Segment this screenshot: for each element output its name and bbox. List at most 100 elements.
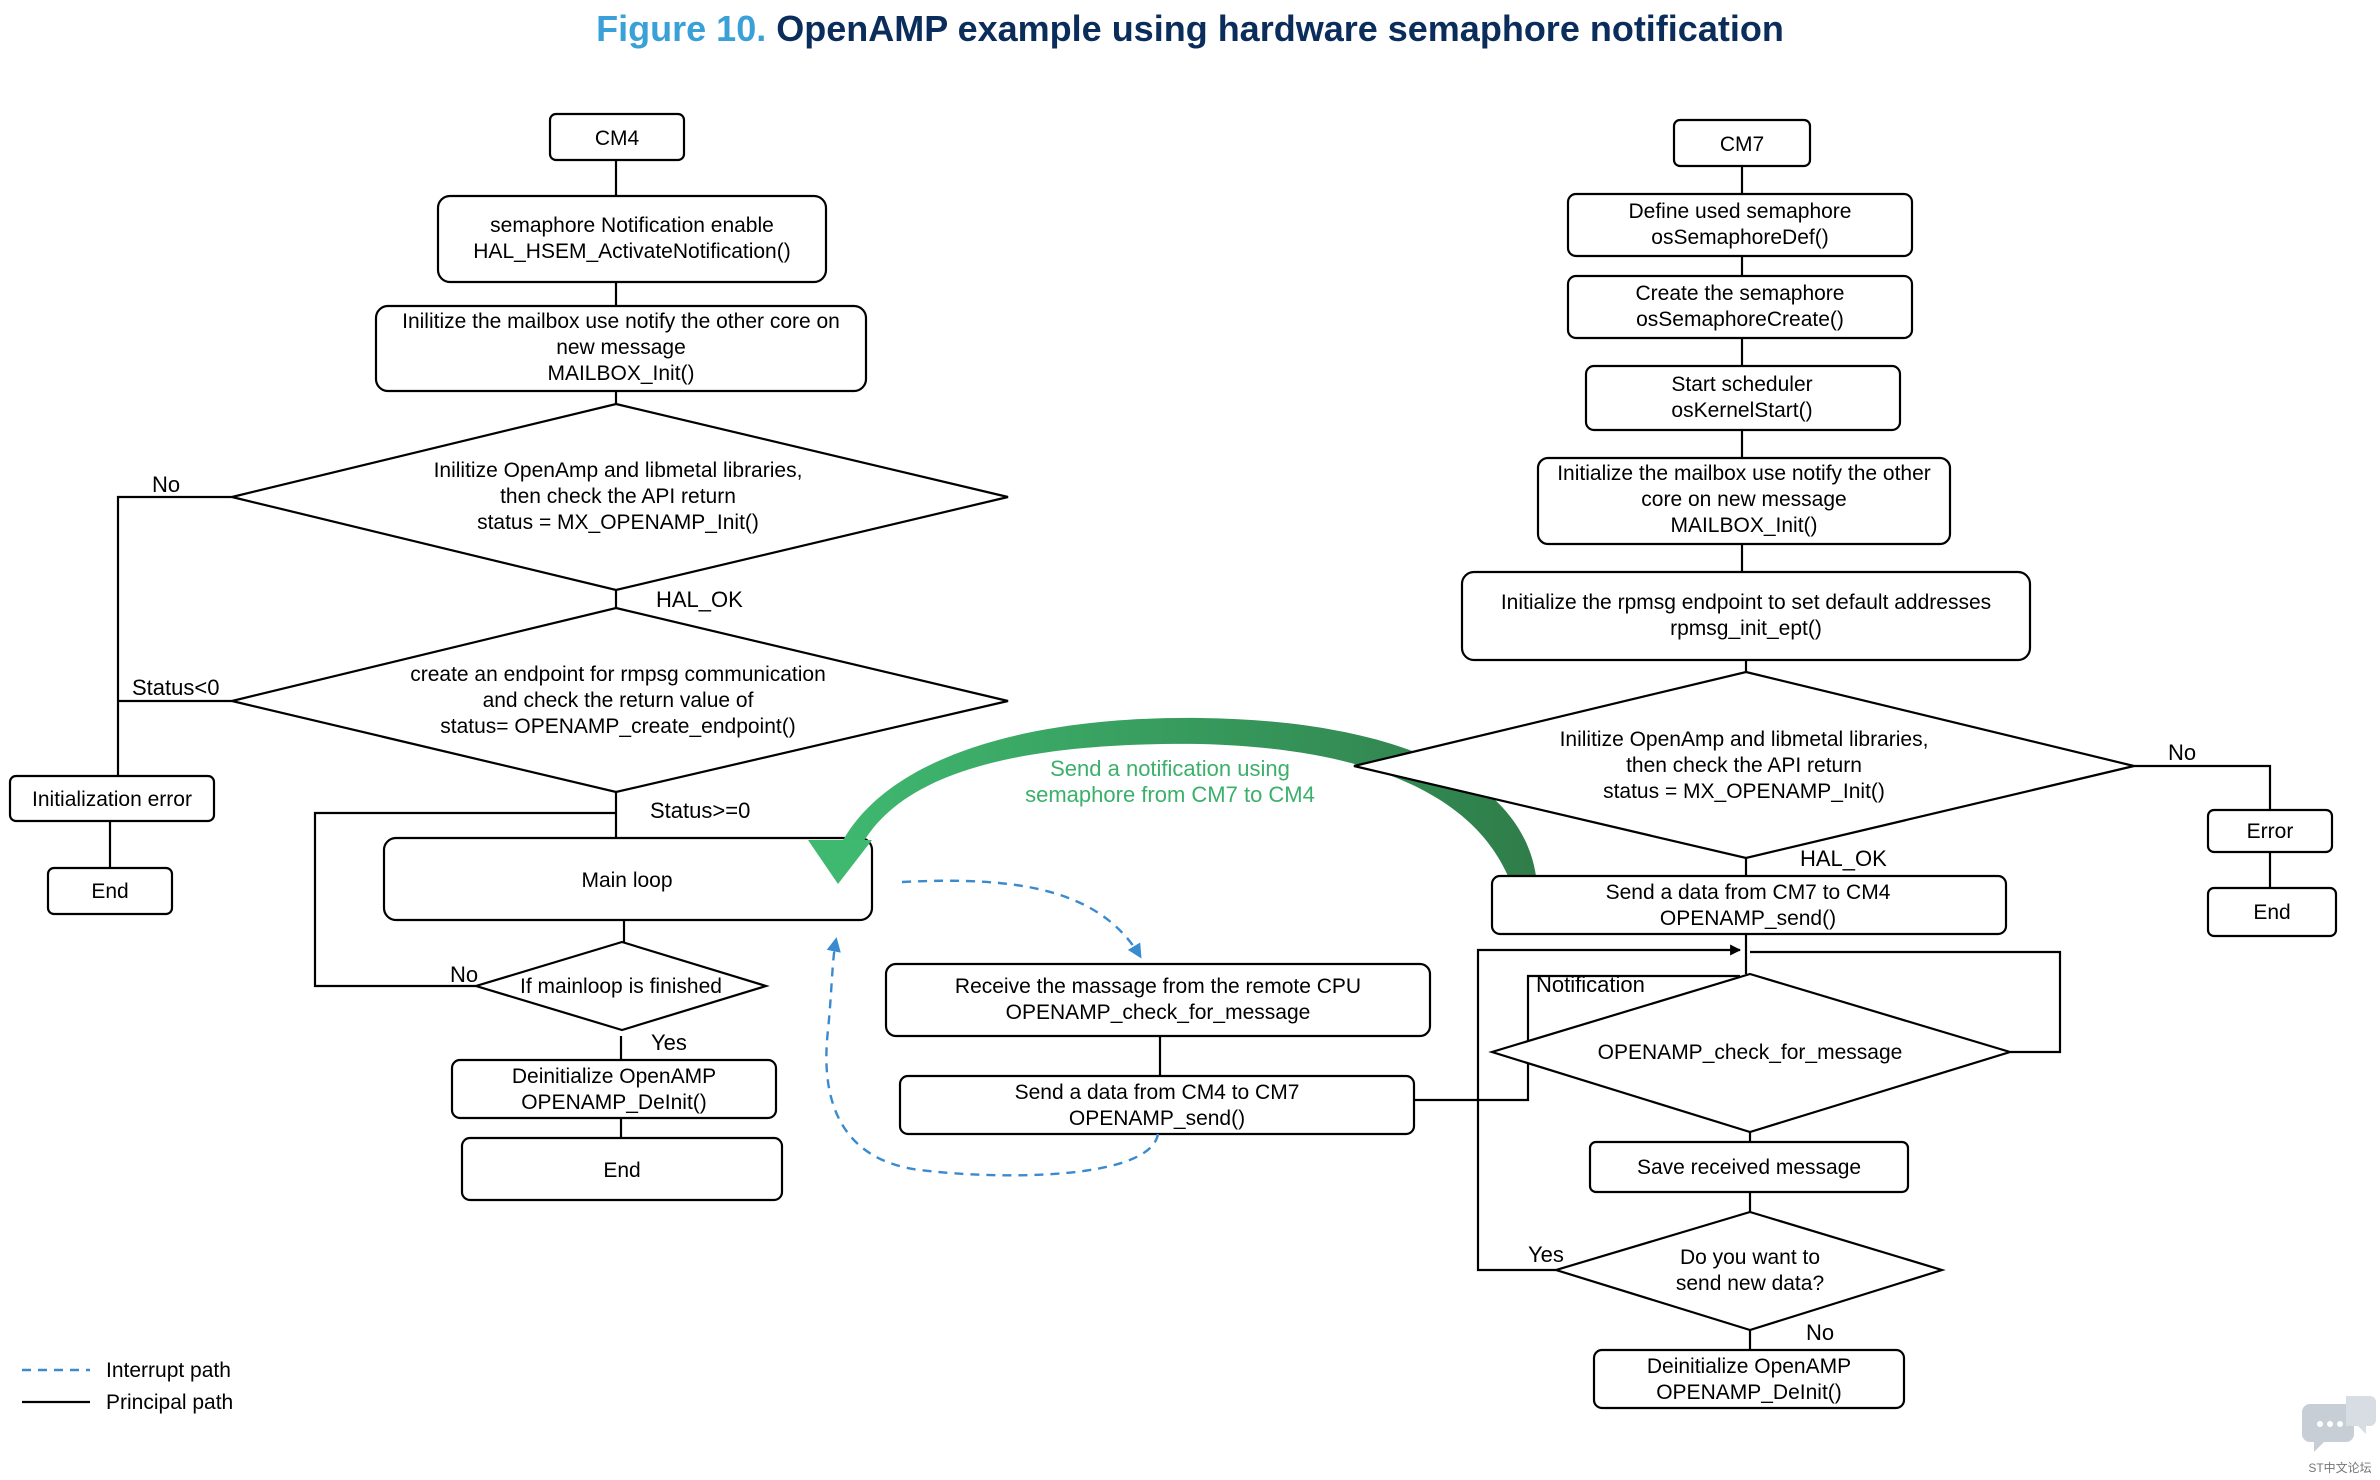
send-cm4-line1: Send a data from CM4 to CM7 [1015, 1081, 1300, 1104]
cm7-create-sem-box [1566, 274, 1914, 340]
cm4-label-no-loop: No [450, 962, 478, 987]
cm4-main-loop-box [382, 836, 874, 922]
cm4-end-box [460, 1136, 784, 1202]
cm4-init-error-text: Initialization error [32, 788, 192, 811]
cm4-endpoint-line1: create an endpoint for rmpsg communicati… [410, 663, 826, 686]
cm7-error-text: Error [2247, 820, 2294, 843]
cm7-end-error-text: End [2253, 901, 2290, 924]
cm7-save-message-text: Save received message [1637, 1156, 1861, 1179]
interrupt-path-to-receive [901, 879, 1142, 959]
cm4-start-box [548, 112, 686, 162]
cm7-label-yes: Yes [1528, 1242, 1564, 1267]
cm4-start-text: CM4 [595, 127, 640, 150]
figure-title: Figure 10. OpenAMP example using hardwar… [0, 8, 2380, 50]
notification-connector [1414, 974, 1740, 1102]
middle-flow: Receive the massage from the remote CPU … [808, 717, 1740, 1177]
cm7-label-hal-ok: HAL_OK [1800, 846, 1887, 871]
cm4-flow: CM4 semaphore Notification enable HAL_HS… [8, 112, 1009, 1202]
cm4-label-hal-ok: HAL_OK [656, 587, 743, 612]
cm7-openamp-line2: then check the API return [1626, 754, 1862, 777]
notification-text-line1: Send a notification using [1050, 756, 1290, 781]
cm7-openamp-line1: Inilitize OpenAmp and libmetal libraries… [1560, 728, 1929, 751]
notification-text-line2: semaphore from CM7 to CM4 [1025, 782, 1315, 807]
cm7-send-line2: OPENAMP_send() [1660, 907, 1836, 930]
cm7-scheduler-line2: osKernelStart() [1671, 399, 1812, 422]
cm7-flow: CM7 Define used semaphore osSemaphoreDef… [1353, 118, 2338, 1410]
cm7-scheduler-box [1584, 364, 1902, 432]
cm4-deinit-box [450, 1058, 778, 1120]
forum-watermark-text: ST中文论坛 [2308, 1460, 2371, 1475]
cm7-rpmsg-line1: Initialize the rpmsg endpoint to set def… [1501, 591, 1991, 614]
receive-line1: Receive the massage from the remote CPU [955, 975, 1361, 998]
cm4-end-error-text: End [91, 880, 128, 903]
cm7-rpmsg-line2: rpmsg_init_ept() [1670, 617, 1822, 640]
figure-number: Figure 10. [596, 8, 767, 49]
cm4-openamp-init-diamond [231, 402, 1009, 592]
cm4-deinit-line2: OPENAMP_DeInit() [521, 1091, 707, 1114]
cm7-send-box [1490, 874, 2008, 936]
cm7-mailbox-line3: MAILBOX_Init() [1670, 514, 1817, 537]
cm4-sem-enable-line2: HAL_HSEM_ActivateNotification() [473, 240, 790, 263]
cm7-define-sem-box [1566, 192, 1914, 258]
cm7-mailbox-line2: core on new message [1641, 488, 1846, 511]
cm7-send-line1: Send a data from CM7 to CM4 [1606, 881, 1891, 904]
cm4-sem-enable-line1: semaphore Notification enable [490, 214, 774, 237]
cm4-deinit-line1: Deinitialize OpenAMP [512, 1065, 716, 1088]
cm7-send-new-line2: send new data? [1676, 1272, 1824, 1295]
cm7-send-new-diamond [1552, 1210, 1946, 1332]
cm7-end-error-box [2206, 886, 2338, 938]
cm4-label-no: No [152, 472, 180, 497]
legend-principal-label: Principal path [106, 1391, 233, 1414]
cm4-end-error-box [46, 866, 174, 916]
cm7-deinit-line2: OPENAMP_DeInit() [1656, 1381, 1842, 1404]
cm4-endpoint-line2: and check the return value of [483, 689, 754, 712]
cm4-main-loop-text: Main loop [581, 869, 672, 892]
cm7-error-box [2206, 808, 2334, 854]
cm4-label-status-ge0: Status>=0 [650, 798, 750, 823]
send-cm4-line2: OPENAMP_send() [1069, 1107, 1245, 1130]
cm4-sem-enable-box [436, 194, 828, 284]
cm7-start-box [1672, 118, 1812, 168]
cm7-mailbox-line1: Initialize the mailbox use notify the ot… [1557, 462, 1931, 485]
cm7-create-line1: Create the semaphore [1636, 282, 1845, 305]
cm4-create-endpoint-diamond [231, 606, 1009, 794]
cm4-mailbox-line3: MAILBOX_Init() [547, 362, 694, 385]
cm4-mailbox-init-box [374, 304, 868, 393]
cm7-label-notification: Notification [1536, 972, 1645, 997]
cm7-send-new-line1: Do you want to [1680, 1246, 1820, 1269]
cm7-check-message-diamond [1488, 972, 2014, 1134]
cm7-mailbox-init-box [1536, 456, 1952, 546]
legend-interrupt-label: Interrupt path [106, 1359, 231, 1382]
cm7-define-line1: Define used semaphore [1629, 200, 1852, 223]
cm4-openamp-line3: status = MX_OPENAMP_Init() [477, 511, 759, 534]
cm7-label-no2: No [1806, 1320, 1834, 1345]
figure-caption: OpenAMP example using hardware semaphore… [776, 8, 1784, 49]
cm7-scheduler-line1: Start scheduler [1671, 373, 1812, 396]
cm7-label-no: No [2168, 740, 2196, 765]
cm7-save-message-box [1588, 1140, 1910, 1194]
receive-line2: OPENAMP_check_for_message [1006, 1001, 1311, 1024]
cm7-openamp-init-diamond [1353, 670, 2135, 860]
cm4-loop-finished-diamond [472, 940, 770, 1032]
cm7-create-line2: osSemaphoreCreate() [1636, 308, 1844, 331]
cm4-init-error-box [8, 774, 216, 823]
interrupt-path-to-main-loop [825, 937, 1160, 1177]
cm7-openamp-line3: status = MX_OPENAMP_Init() [1603, 780, 1885, 803]
cm7-define-line2: osSemaphoreDef() [1651, 226, 1828, 249]
receive-message-box [884, 962, 1432, 1038]
cm7-start-text: CM7 [1720, 133, 1764, 156]
cm4-endpoint-line3: status= OPENAMP_create_endpoint() [440, 715, 795, 738]
cm4-openamp-line2: then check the API return [500, 485, 736, 508]
cm4-mailbox-line2: new message [556, 336, 686, 359]
cm7-rpmsg-init-box [1460, 570, 2032, 662]
notification-arrow-body [838, 717, 1536, 876]
cm4-openamp-line1: Inilitize OpenAmp and libmetal libraries… [434, 459, 803, 482]
cm7-check-message-text: OPENAMP_check_for_message [1598, 1041, 1903, 1064]
cm7-deinit-line1: Deinitialize OpenAMP [1647, 1355, 1851, 1378]
cm4-label-yes: Yes [651, 1030, 687, 1055]
cm4-label-status-lt0: Status<0 [132, 675, 219, 700]
cm4-mailbox-line1: Inilitize the mailbox use notify the oth… [402, 310, 840, 333]
cm4-end-text: End [603, 1159, 640, 1182]
notification-arrow-head [808, 840, 872, 884]
